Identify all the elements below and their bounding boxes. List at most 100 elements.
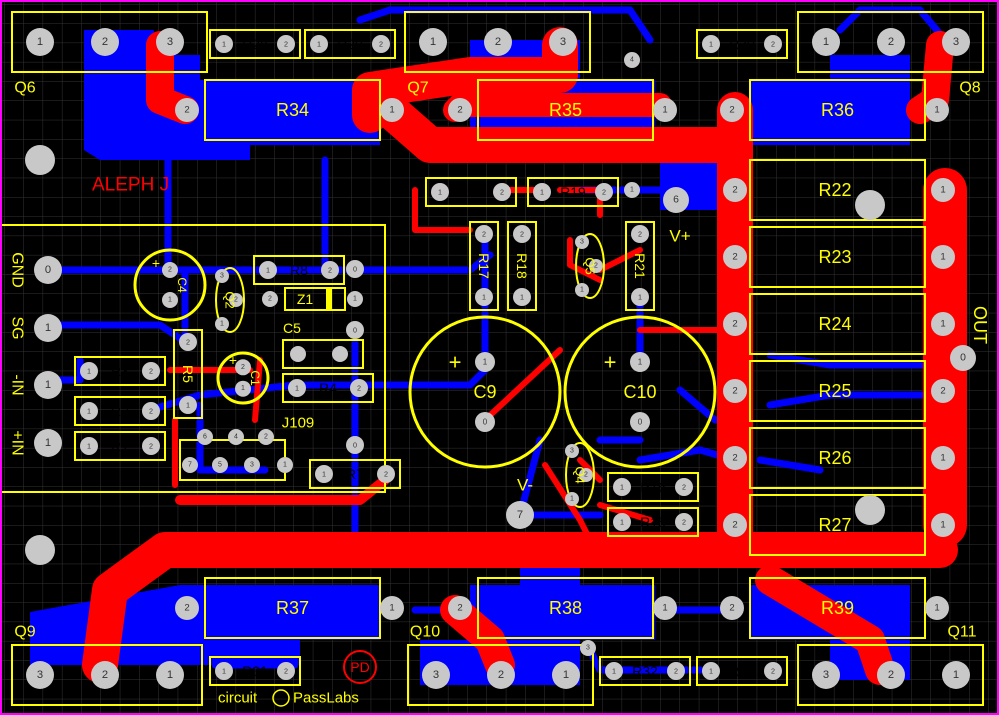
resistor-outline-r8 bbox=[253, 255, 345, 285]
svg-text:3: 3 bbox=[580, 239, 584, 246]
svg-text:6: 6 bbox=[673, 195, 679, 206]
svg-text:2: 2 bbox=[729, 603, 734, 614]
transistor-label: Q5 bbox=[583, 257, 598, 274]
jfet-pad: 1 bbox=[277, 457, 293, 473]
resistor-outline-r29 bbox=[304, 29, 396, 59]
test-pad: 3 bbox=[580, 640, 596, 656]
svg-text:2: 2 bbox=[500, 188, 504, 197]
resistor-label: R1 bbox=[111, 438, 129, 454]
resistor-outline-r31 bbox=[209, 656, 301, 686]
zener-label: Z1 bbox=[297, 291, 314, 307]
transistor-pad: 2 bbox=[229, 293, 243, 307]
transistor-pad: 3 bbox=[549, 28, 577, 56]
svg-text:2: 2 bbox=[732, 520, 737, 531]
svg-text:1: 1 bbox=[709, 40, 713, 49]
capacitor-pad bbox=[332, 346, 348, 362]
svg-text:2: 2 bbox=[674, 667, 678, 676]
svg-text:1: 1 bbox=[940, 520, 945, 531]
svg-text:2: 2 bbox=[457, 105, 462, 116]
resistor-label: R3 bbox=[111, 363, 129, 379]
resistor-label: R2 bbox=[111, 403, 129, 419]
pd-logo bbox=[343, 650, 377, 684]
resistor-pad: 2 bbox=[631, 225, 649, 243]
resistor-pad: 1 bbox=[215, 35, 233, 53]
input-label: +IN bbox=[9, 430, 26, 455]
resistor-outline-r21 bbox=[625, 221, 655, 311]
svg-text:1: 1 bbox=[45, 437, 51, 449]
zener-band bbox=[326, 288, 332, 310]
transistor-pad: 1 bbox=[575, 283, 589, 297]
resistor-outline-r33 bbox=[696, 656, 788, 686]
svg-text:2: 2 bbox=[149, 367, 153, 376]
resistor-label: R30 bbox=[729, 36, 755, 52]
svg-text:1: 1 bbox=[87, 407, 91, 416]
resistor-pad: 2 bbox=[723, 379, 747, 403]
transistor-pad: 3 bbox=[156, 28, 184, 56]
transistor-outline-q8 bbox=[797, 11, 984, 73]
maker-text: PassLabs bbox=[293, 690, 359, 707]
svg-text:2: 2 bbox=[682, 518, 686, 527]
resistor-pad: 1 bbox=[259, 261, 277, 279]
svg-text:2: 2 bbox=[234, 297, 238, 304]
zener-outline bbox=[284, 287, 346, 311]
capacitor-label: C5 bbox=[283, 320, 301, 336]
resistor-pad: 2 bbox=[493, 183, 511, 201]
transistor-pad: 1 bbox=[812, 28, 840, 56]
resistor-pad: 1 bbox=[179, 396, 197, 414]
resistor-pad: 2 bbox=[675, 478, 693, 496]
resistor-outline-r1 bbox=[74, 431, 166, 461]
svg-text:4: 4 bbox=[234, 434, 238, 441]
jfet-pad: 5 bbox=[212, 457, 228, 473]
resistor-pad: 2 bbox=[448, 98, 472, 122]
resistor-pad: 2 bbox=[595, 183, 613, 201]
svg-text:1: 1 bbox=[317, 40, 321, 49]
transistor-label: Q11 bbox=[947, 624, 976, 641]
resistor-pad: 1 bbox=[605, 662, 623, 680]
capacitor-label: C9 bbox=[473, 382, 496, 402]
svg-text:1: 1 bbox=[709, 667, 713, 676]
resistor-label: R28 bbox=[242, 36, 268, 52]
svg-text:2: 2 bbox=[149, 407, 153, 416]
svg-text:0: 0 bbox=[638, 418, 643, 427]
svg-text:1: 1 bbox=[45, 322, 51, 334]
transistor-label: Q2 bbox=[223, 291, 238, 308]
resistor-pad: 2 bbox=[175, 98, 199, 122]
transistor-outline-q5 bbox=[575, 233, 605, 299]
transistor-outline-q7 bbox=[404, 11, 591, 73]
output-pad: 0 bbox=[950, 345, 976, 371]
resistor-outline-r19 bbox=[527, 177, 619, 207]
capacitor-outline-c4 bbox=[133, 248, 207, 322]
svg-text:2: 2 bbox=[457, 603, 462, 614]
svg-text:1: 1 bbox=[953, 669, 959, 681]
resistor-label: R8 bbox=[290, 262, 308, 278]
capacitor-pad: 1 bbox=[162, 292, 178, 308]
svg-text:1: 1 bbox=[540, 188, 544, 197]
resistor-pad: 2 bbox=[723, 513, 747, 537]
resistor-pad: 1 bbox=[613, 478, 631, 496]
polarity-mark: + bbox=[229, 352, 237, 368]
transistor-outline-q6 bbox=[11, 11, 208, 73]
svg-text:2: 2 bbox=[102, 36, 108, 48]
resistor-pad: 2 bbox=[448, 596, 472, 620]
resistor-pad: 1 bbox=[653, 98, 677, 122]
jfet-pad: 6 bbox=[197, 429, 213, 445]
resistor-outline-r18 bbox=[507, 221, 537, 311]
resistor-pad: 2 bbox=[277, 662, 295, 680]
rail-pad-minus: 7 bbox=[506, 501, 534, 529]
resistor-pad: 2 bbox=[675, 513, 693, 531]
svg-text:2: 2 bbox=[284, 667, 288, 676]
svg-text:1: 1 bbox=[220, 321, 224, 328]
resistor-pad: 2 bbox=[720, 596, 744, 620]
resistor-outline-r25 bbox=[749, 360, 926, 422]
resistor-pad: 1 bbox=[702, 662, 720, 680]
svg-text:2: 2 bbox=[584, 472, 588, 479]
polarity-mark: + bbox=[604, 350, 617, 375]
svg-text:1: 1 bbox=[283, 462, 287, 469]
svg-text:2: 2 bbox=[268, 296, 272, 303]
transistor-label: Q10 bbox=[410, 624, 440, 641]
transistor-outline-q4 bbox=[565, 442, 595, 508]
transistor-pad: 3 bbox=[942, 28, 970, 56]
resistor-label: R38 bbox=[549, 598, 582, 618]
transistor-outline-q11 bbox=[797, 644, 984, 706]
svg-text:2: 2 bbox=[241, 364, 245, 371]
